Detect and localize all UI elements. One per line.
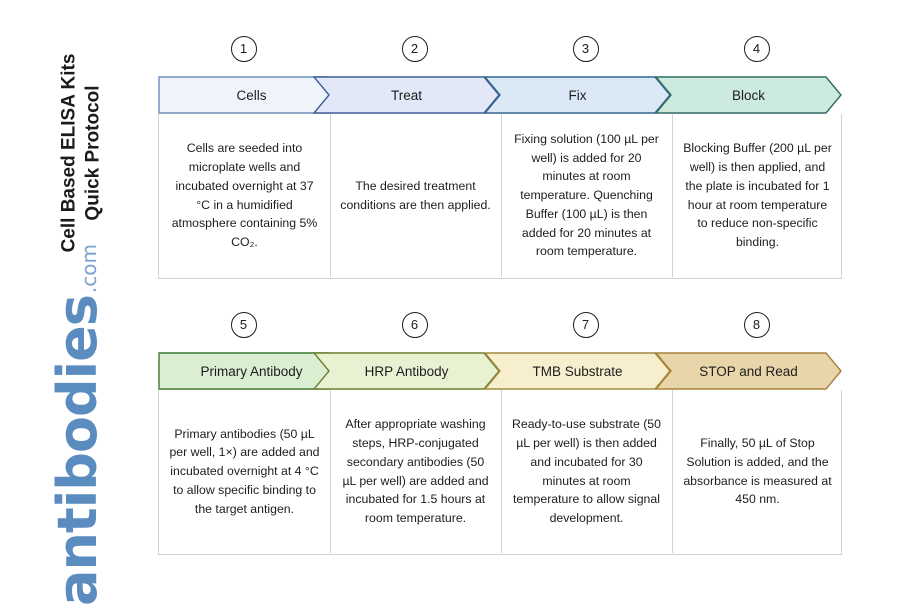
- brand-logo-name: antibodies: [46, 295, 109, 606]
- step-number-group-2: 5 6 7 8: [158, 312, 842, 352]
- step-number-1: 1: [230, 36, 257, 62]
- chevron-shape: [484, 352, 671, 390]
- step-number-7: 7: [572, 312, 599, 338]
- chevron-shape: [313, 352, 500, 390]
- step-number-4: 4: [743, 36, 770, 62]
- step-body-6: After appropriate washing steps, HRP-con…: [330, 390, 501, 553]
- step-chevron-3[interactable]: Fix: [484, 76, 671, 114]
- step-body-5: Primary antibodies (50 µL per well, 1×) …: [159, 390, 330, 553]
- step-number-5: 5: [230, 312, 257, 338]
- step-number-group-1: 1 2 3 4: [158, 36, 842, 76]
- chevron-shape: [313, 76, 500, 114]
- chevron-band-1: Cells Treat Fix Block: [158, 76, 842, 114]
- step-body-3: Fixing solution (100 µL per well) is add…: [501, 114, 672, 277]
- step-body-text-8: Finally, 50 µL of Stop Solution is added…: [683, 436, 832, 507]
- step-number-6: 6: [401, 312, 428, 338]
- step-body-group-2: Primary antibodies (50 µL per well, 1×) …: [158, 390, 842, 555]
- card-divider: [330, 114, 331, 277]
- step-body-1: Cells are seeded into microplate wells a…: [159, 114, 330, 277]
- step-chevron-8[interactable]: STOP and Read: [655, 352, 842, 390]
- step-body-text-2: The desired treatment conditions are the…: [340, 178, 491, 212]
- step-number-3: 3: [572, 36, 599, 62]
- step-body-7: Ready-to-use substrate (50 µL per well) …: [501, 390, 672, 553]
- step-label-3: Fix: [568, 87, 587, 103]
- step-chevron-2[interactable]: Treat: [313, 76, 500, 114]
- step-label-5: Primary Antibody: [200, 363, 303, 379]
- step-body-text-1: Cells are seeded into microplate wells a…: [171, 141, 318, 249]
- card-divider: [501, 114, 502, 277]
- chevron-shape: [484, 76, 671, 114]
- step-body-2: The desired treatment conditions are the…: [330, 114, 501, 277]
- brand-logo-domain: .com: [77, 244, 101, 294]
- step-chevron-6[interactable]: HRP Antibody: [313, 352, 500, 390]
- brand-logo: antibodies .com: [18, 244, 138, 606]
- step-number-2: 2: [401, 36, 428, 62]
- page-title-line-2: Quick Protocol: [83, 85, 104, 221]
- chevron-shape: [655, 76, 842, 114]
- chevron-shape: [655, 352, 842, 390]
- step-label-6: HRP Antibody: [364, 363, 449, 379]
- step-label-1: Cells: [236, 87, 267, 103]
- card-divider: [672, 390, 673, 553]
- step-body-text-7: Ready-to-use substrate (50 µL per well) …: [511, 417, 661, 525]
- flow-row-2: 5 6 7 8 Primary Antibody HRP Antibody TMB Sub…: [158, 312, 842, 555]
- step-body-text-6: After appropriate washing steps, HRP-con…: [342, 417, 489, 525]
- step-label-2: Treat: [390, 87, 422, 103]
- step-chevron-7[interactable]: TMB Substrate: [484, 352, 671, 390]
- step-body-text-4: Blocking Buffer (200 µL per well) is the…: [683, 141, 832, 249]
- flow-row-1: 1 2 3 4 Cells Treat Fix Block Cells are seeded…: [158, 36, 842, 279]
- step-label-4: Block: [731, 87, 765, 103]
- step-label-7: TMB Substrate: [532, 363, 623, 379]
- chevron-band-2: Primary Antibody HRP Antibody TMB Substrat…: [158, 352, 842, 390]
- step-label-8: STOP and Read: [699, 363, 798, 379]
- card-divider: [672, 114, 673, 277]
- step-body-text-3: Fixing solution (100 µL per well) is add…: [514, 132, 659, 259]
- step-body-8: Finally, 50 µL of Stop Solution is added…: [672, 390, 843, 553]
- step-chevron-5[interactable]: Primary Antibody: [158, 352, 345, 390]
- step-body-4: Blocking Buffer (200 µL per well) is the…: [672, 114, 843, 277]
- step-number-8: 8: [743, 312, 770, 338]
- step-body-text-5: Primary antibodies (50 µL per well, 1×) …: [169, 426, 320, 516]
- step-chevron-4[interactable]: Block: [655, 76, 842, 114]
- step-body-group-1: Cells are seeded into microplate wells a…: [158, 114, 842, 279]
- page-title-line-1: Cell Based ELISA Kits: [58, 53, 80, 253]
- card-divider: [330, 390, 331, 553]
- card-divider: [501, 390, 502, 553]
